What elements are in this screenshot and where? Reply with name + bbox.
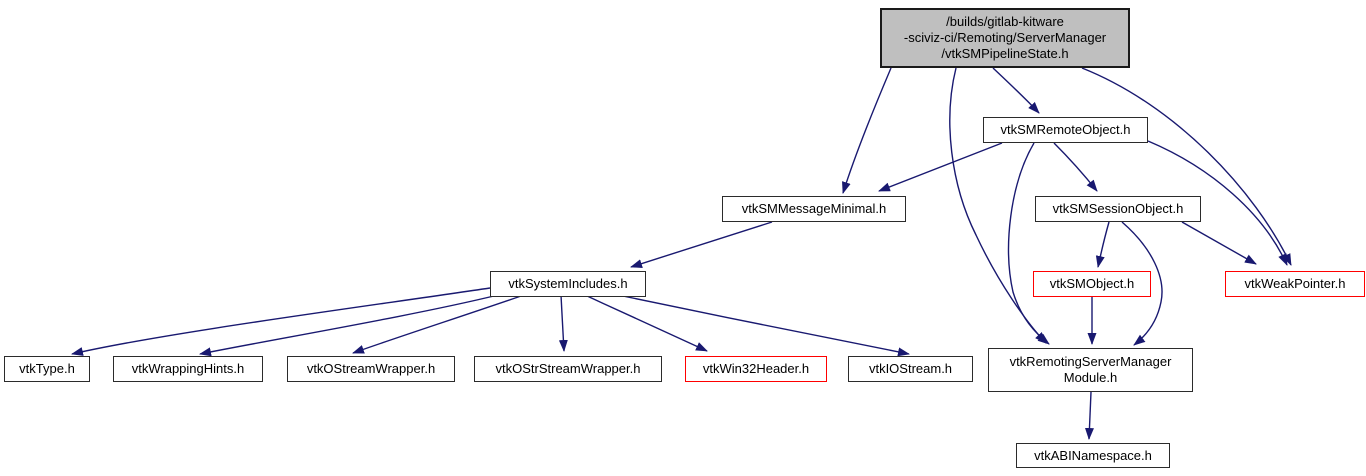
node-vtksystemincludes[interactable]: vtkSystemIncludes.h <box>490 271 646 297</box>
node-vtkwrappinghints[interactable]: vtkWrappingHints.h <box>113 356 263 382</box>
node-vtksmobject[interactable]: vtkSMObject.h <box>1033 271 1151 297</box>
node-vtkweakpointer[interactable]: vtkWeakPointer.h <box>1225 271 1365 297</box>
node-vtksmpipelinestate[interactable]: /builds/gitlab-kitware -sciviz-ci/Remoti… <box>880 8 1130 68</box>
node-vtkremotingservermanagermodule[interactable]: vtkRemotingServerManager Module.h <box>988 348 1193 392</box>
edge-systemincludes-to-vtktype <box>71 287 491 356</box>
node-vtkostrstreamwrapper[interactable]: vtkOStrStreamWrapper.h <box>474 356 662 382</box>
edge-pipelinestate-to-smremoteobject <box>992 67 1040 114</box>
edge-smremoteobject-to-smsessionobject <box>1053 142 1098 192</box>
node-vtkabinamespace[interactable]: vtkABINamespace.h <box>1016 443 1170 468</box>
node-vtksmremoteobject[interactable]: vtkSMRemoteObject.h <box>983 117 1148 143</box>
node-vtktype[interactable]: vtkType.h <box>4 356 90 382</box>
edge-smsessionobject-to-remotingmodule <box>1121 221 1163 346</box>
edge-systemincludes-to-iostream <box>617 294 910 357</box>
node-vtkiostream[interactable]: vtkIOStream.h <box>848 356 973 382</box>
edge-systemincludes-to-ostreamwrapper <box>352 294 525 354</box>
node-vtkostreamwrapper[interactable]: vtkOStreamWrapper.h <box>287 356 455 382</box>
edge-systemincludes-to-wrappinghints <box>199 294 499 357</box>
edge-smremoteobject-to-smmessageminimal <box>878 142 1003 192</box>
edge-systemincludes-to-ostrstreamwrapper <box>558 294 568 352</box>
node-vtksmmessageminimal[interactable]: vtkSMMessageMinimal.h <box>722 196 906 222</box>
edge-smremoteobject-to-remotingmodule <box>1007 142 1050 345</box>
edge-smmessageminimal-to-systemincludes <box>630 221 773 268</box>
edge-smsessionobject-to-smobject <box>1095 221 1110 268</box>
edge-pipelinestate-to-smmessageminimal <box>842 67 892 194</box>
node-vtkwin32header[interactable]: vtkWin32Header.h <box>685 356 827 382</box>
node-vtksmsessionobject[interactable]: vtkSMSessionObject.h <box>1035 196 1201 222</box>
edge-pipelinestate-to-weakpointer <box>1081 67 1292 266</box>
edge-pipelinestate-to-remotingmodule <box>949 67 1047 344</box>
edge-smremoteobject-to-weakpointer <box>1147 140 1288 266</box>
edge-systemincludes-to-win32header <box>584 294 708 352</box>
edge-remotingmodule-to-abinamespace <box>1084 391 1094 440</box>
edge-smsessionobject-to-weakpointer <box>1181 221 1257 265</box>
